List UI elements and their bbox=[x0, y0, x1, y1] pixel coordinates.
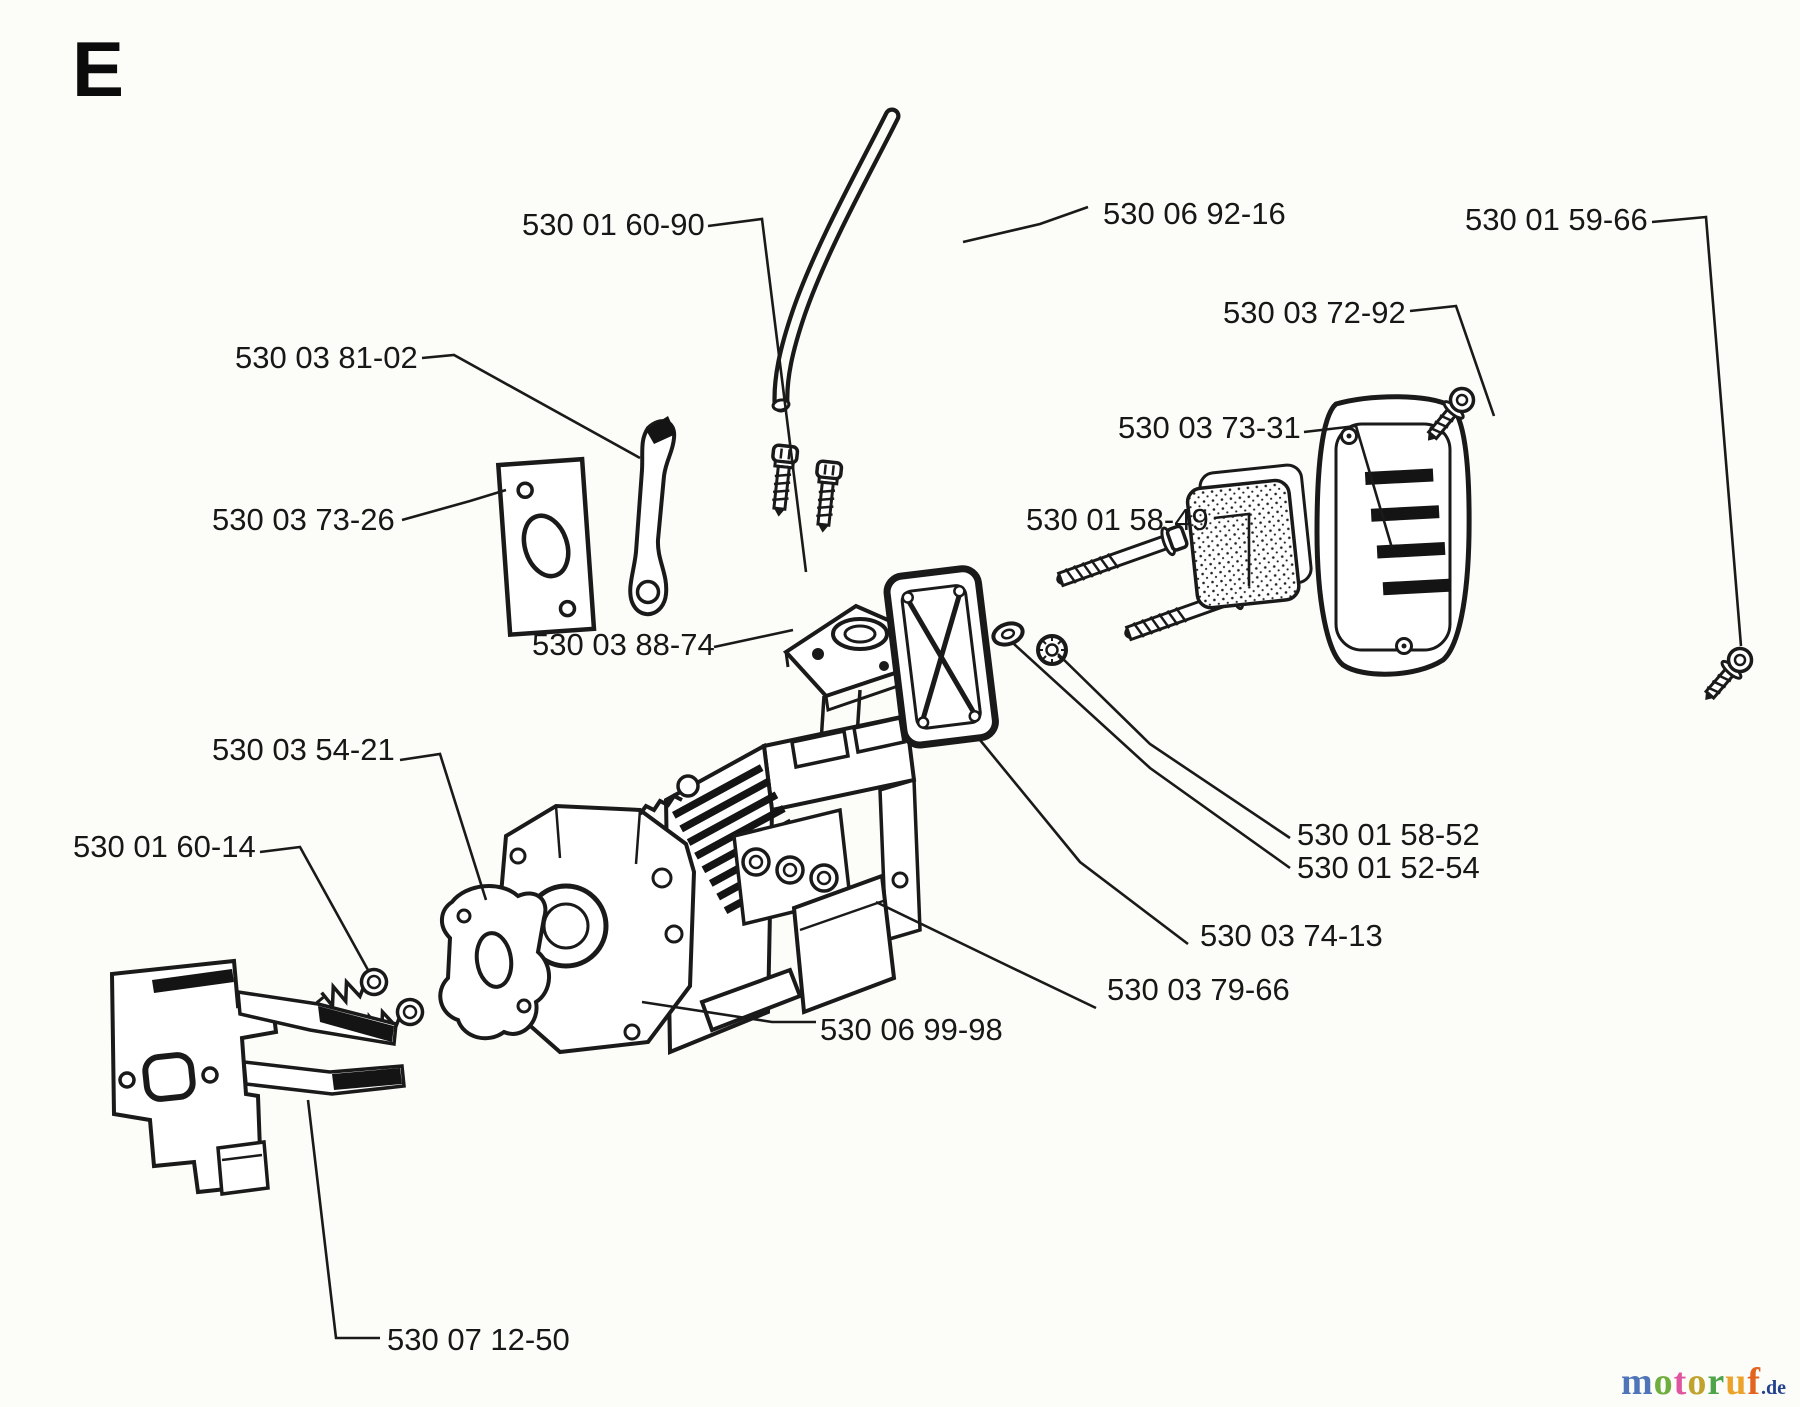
watermark-domain-suffix: .de bbox=[1761, 1377, 1786, 1399]
label-washer: 530 01 52-54 bbox=[1297, 850, 1480, 885]
leader-clamp-screws bbox=[707, 217, 808, 573]
leader-cover-screws bbox=[1651, 215, 1743, 647]
label-carburetor-gasket: 530 03 54-21 bbox=[212, 732, 395, 767]
label-throttle-lever: 530 03 81-02 bbox=[235, 340, 418, 375]
cover-screw-bottom bbox=[1694, 641, 1759, 710]
leader-fuel-line bbox=[962, 205, 1089, 244]
intake-ports bbox=[741, 847, 839, 893]
label-carburetor: 530 06 99-98 bbox=[820, 1012, 1003, 1047]
leader-lines bbox=[259, 205, 1743, 1340]
label-fuel-line: 530 06 92-16 bbox=[1103, 196, 1286, 231]
throttle-lever bbox=[628, 416, 677, 617]
leader-nut bbox=[1057, 653, 1291, 840]
label-inlet-gasket: 530 03 73-26 bbox=[212, 502, 395, 537]
watermark-letter: u bbox=[1725, 1361, 1748, 1403]
air-filter-cover bbox=[1314, 394, 1472, 677]
carburetor-gasket bbox=[438, 884, 552, 1041]
filter-housing bbox=[663, 689, 922, 1055]
leader-intake-clamp bbox=[713, 628, 794, 649]
watermark-letter: r bbox=[1707, 1361, 1726, 1403]
filter-frame-gasket bbox=[883, 565, 999, 749]
leader-housing bbox=[875, 900, 1097, 1010]
section-letter: E bbox=[72, 25, 124, 113]
watermark-letter: o bbox=[1687, 1361, 1708, 1403]
leader-frame-gasket bbox=[978, 739, 1189, 946]
label-nut: 530 01 58-52 bbox=[1297, 817, 1480, 852]
air-filter-element bbox=[1185, 463, 1313, 610]
flange-nut bbox=[1036, 634, 1068, 666]
label-bracket: 530 07 12-50 bbox=[387, 1322, 570, 1357]
leader-inlet-gasket bbox=[401, 488, 507, 522]
watermark-letter: m bbox=[1621, 1361, 1654, 1403]
label-mount-screws: 530 01 60-14 bbox=[73, 829, 256, 864]
clamp-screw-b bbox=[808, 458, 844, 536]
label-air-filter-element: 530 03 73-31 bbox=[1118, 410, 1301, 445]
leader-air-filter-cover bbox=[1409, 304, 1496, 417]
cover-vents bbox=[1364, 468, 1452, 596]
label-intake-clamp: 530 03 88-74 bbox=[532, 627, 715, 662]
leader-washer bbox=[1013, 643, 1291, 870]
fuel-line bbox=[771, 107, 901, 413]
label-cover-screws: 530 01 59-66 bbox=[1465, 202, 1648, 237]
label-air-filter-cover: 530 03 72-92 bbox=[1223, 295, 1406, 330]
watermark-letter: f bbox=[1747, 1361, 1761, 1403]
leader-carburetor-gasket bbox=[399, 752, 488, 901]
top-opening-b bbox=[851, 715, 907, 755]
lever-tip bbox=[646, 416, 676, 444]
part-labels: 530 01 60-90 530 06 92-16 530 01 59-66 5… bbox=[73, 196, 1648, 1357]
clamp-screw-a bbox=[764, 442, 800, 520]
leader-throttle-lever bbox=[421, 353, 641, 460]
label-clamp-screws: 530 01 60-90 bbox=[522, 207, 705, 242]
engine-bracket bbox=[109, 958, 406, 1196]
motoruf-watermark[interactable]: motoruf.de bbox=[1621, 1363, 1786, 1401]
watermark-letter: t bbox=[1673, 1361, 1688, 1403]
leader-carburetor bbox=[641, 1000, 816, 1024]
idle-spring bbox=[638, 793, 683, 816]
bracket-port bbox=[142, 1052, 196, 1102]
inlet-gasket-plate bbox=[495, 456, 597, 638]
watermark-letter: o bbox=[1653, 1361, 1674, 1403]
washer bbox=[991, 621, 1025, 647]
label-housing: 530 03 79-66 bbox=[1107, 972, 1290, 1007]
leader-mount-screws bbox=[259, 845, 370, 971]
top-opening-a bbox=[790, 728, 850, 770]
leader-long-bolts bbox=[1213, 512, 1251, 586]
leader-air-filter-element bbox=[1303, 424, 1394, 549]
label-frame-gasket: 530 03 74-13 bbox=[1200, 918, 1383, 953]
label-long-bolts: 530 01 58-49 bbox=[1026, 502, 1209, 537]
leader-bracket bbox=[306, 1099, 380, 1340]
